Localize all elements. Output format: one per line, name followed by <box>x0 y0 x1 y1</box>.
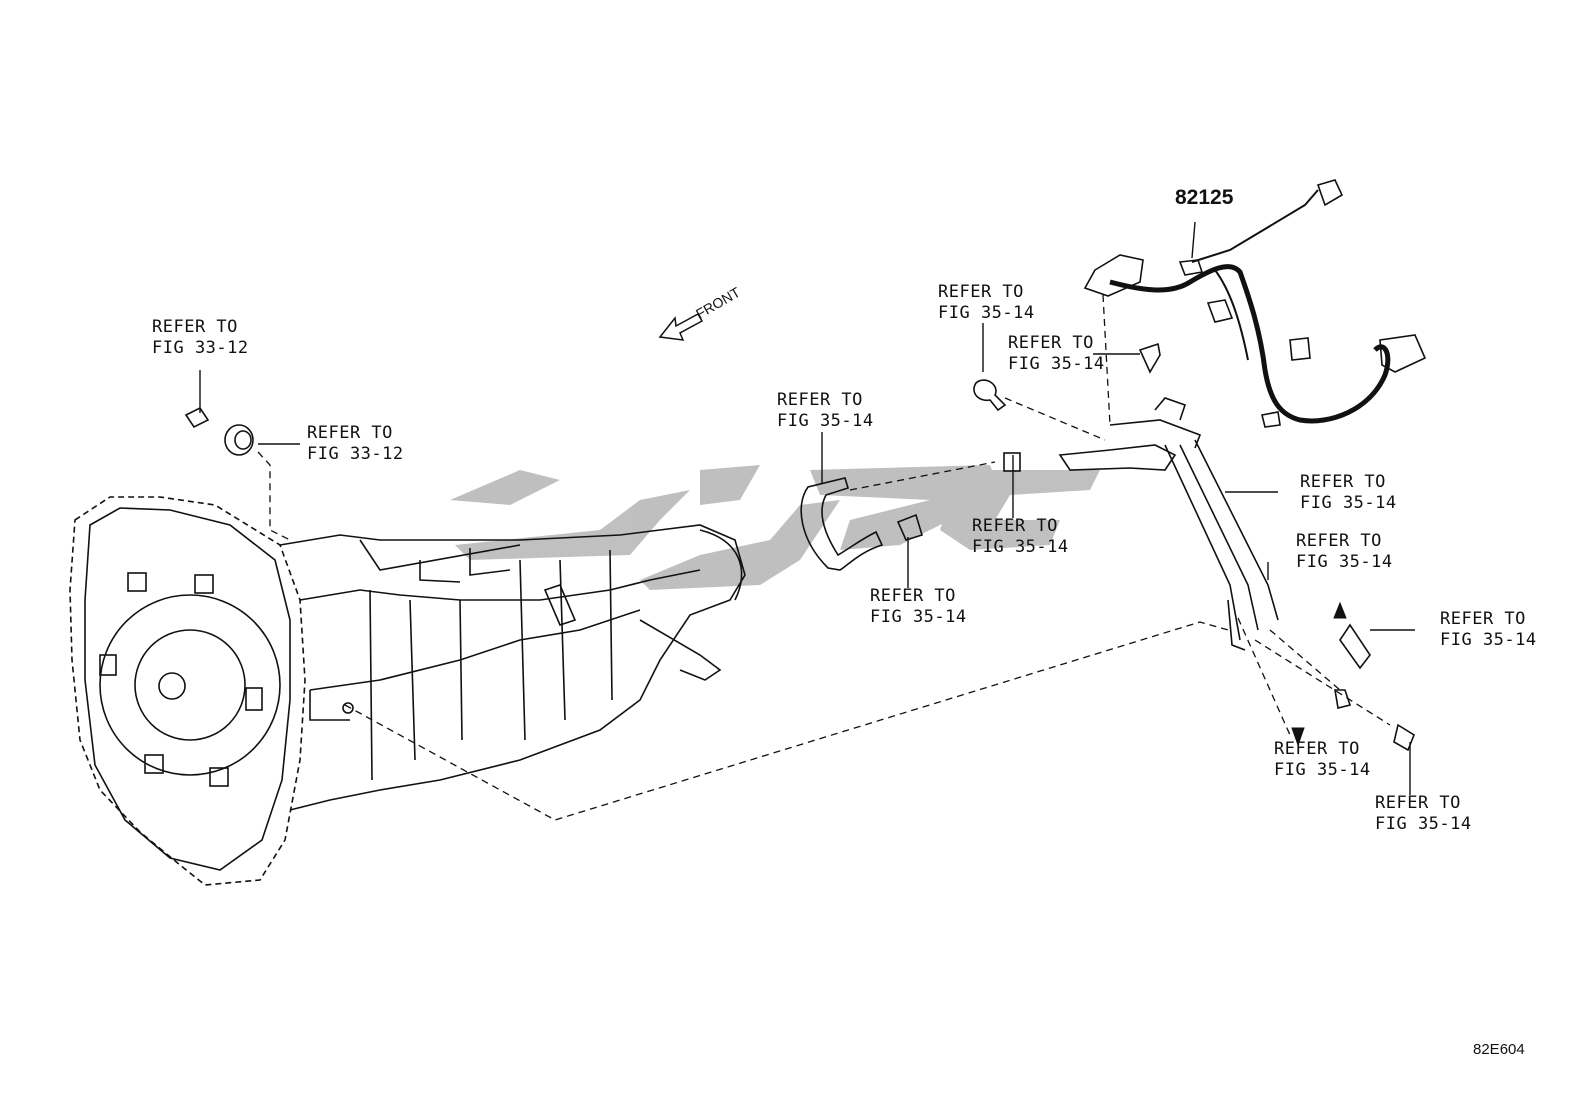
front-arrow-icon <box>658 312 704 341</box>
leader-lines <box>257 294 1391 821</box>
watermark-logo <box>450 465 1100 590</box>
arrowheads <box>1291 601 1347 747</box>
cooler-pipe-bracket <box>1058 397 1371 709</box>
small-parts <box>184 254 1415 752</box>
transmission-assembly <box>69 496 746 886</box>
part-number-label: 82125 <box>1175 186 1234 209</box>
callout-leaders <box>199 221 1415 795</box>
wire-harness-82125 <box>1109 179 1427 428</box>
diagram-code: 82E604 <box>1473 1041 1525 1058</box>
